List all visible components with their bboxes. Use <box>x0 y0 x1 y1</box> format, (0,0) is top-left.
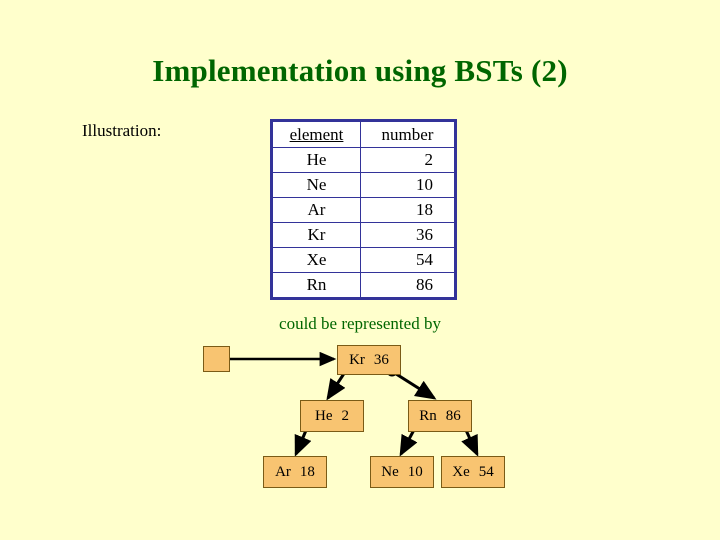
kr-left-pointer-dot <box>341 367 349 375</box>
tree-node-rn-symbol: Rn <box>419 407 437 424</box>
kr-right-pointer-dot <box>386 365 398 377</box>
cell-number: 86 <box>360 272 456 299</box>
tree-node-kr-symbol: Kr <box>349 351 365 368</box>
tree-node-ne: Ne 10 <box>370 456 434 488</box>
column-header-element: element <box>271 120 361 148</box>
element-number-table: element number He 2 Ne 10 Ar 18 Kr <box>270 119 457 300</box>
tree-caption: could be represented by <box>279 314 441 333</box>
cell-element: Xe <box>271 247 361 273</box>
root-pointer-box <box>203 346 230 372</box>
illustration-label: Illustration: <box>82 121 162 140</box>
cell-number: 18 <box>360 197 456 223</box>
edge-rn-to-xe <box>461 427 479 457</box>
tree-node-xe-symbol: Xe <box>452 463 470 480</box>
he-left-pointer-dot <box>303 423 311 431</box>
edge-kr-to-he <box>326 371 347 401</box>
edge-rn-to-ne <box>399 427 418 457</box>
edge-kr-to-rn <box>392 370 437 400</box>
table-row: Kr 36 <box>271 222 456 248</box>
tree-node-he-symbol: He <box>315 407 333 424</box>
cell-element: Rn <box>271 272 361 299</box>
table-header-row: element number <box>271 120 456 148</box>
cell-number: 2 <box>360 147 456 173</box>
cell-number: 54 <box>360 247 456 273</box>
table-row: Rn 86 <box>271 272 456 299</box>
tree-node-rn-number: 86 <box>445 407 461 424</box>
table-row: Ne 10 <box>271 172 456 198</box>
page-title: Implementation using BSTs (2) <box>152 53 568 88</box>
cell-number: 10 <box>360 172 456 198</box>
tree-node-ne-symbol: Ne <box>381 463 399 480</box>
tree-node-kr-number: 36 <box>373 351 389 368</box>
tree-node-ar: Ar 18 <box>263 456 327 488</box>
table-row: He 2 <box>271 147 456 173</box>
edge-he-to-ar <box>294 427 312 457</box>
tree-node-ar-symbol: Ar <box>275 463 291 480</box>
column-header-number: number <box>360 120 456 148</box>
tree-node-ar-number: 18 <box>299 463 315 480</box>
table-row: Ar 18 <box>271 197 456 223</box>
cell-element: He <box>271 147 361 173</box>
table-row: Xe 54 <box>271 247 456 273</box>
tree-node-he: He 2 <box>300 400 364 432</box>
tree-node-kr: Kr 36 <box>337 345 401 375</box>
cell-element: Ne <box>271 172 361 198</box>
tree-node-he-number: 2 <box>341 407 350 424</box>
tree-node-xe-number: 54 <box>478 463 494 480</box>
tree-node-rn: Rn 86 <box>408 400 472 432</box>
tree-node-ne-number: 10 <box>407 463 423 480</box>
cell-element: Ar <box>271 197 361 223</box>
tree-node-xe: Xe 54 <box>441 456 505 488</box>
column-header-number-text: number <box>381 125 434 144</box>
cell-element: Kr <box>271 222 361 248</box>
root-pointer-dot <box>211 354 221 364</box>
rn-right-pointer-dot <box>461 423 469 431</box>
column-header-element-text: element <box>289 125 344 144</box>
rn-left-pointer-dot <box>411 423 419 431</box>
cell-number: 36 <box>360 222 456 248</box>
